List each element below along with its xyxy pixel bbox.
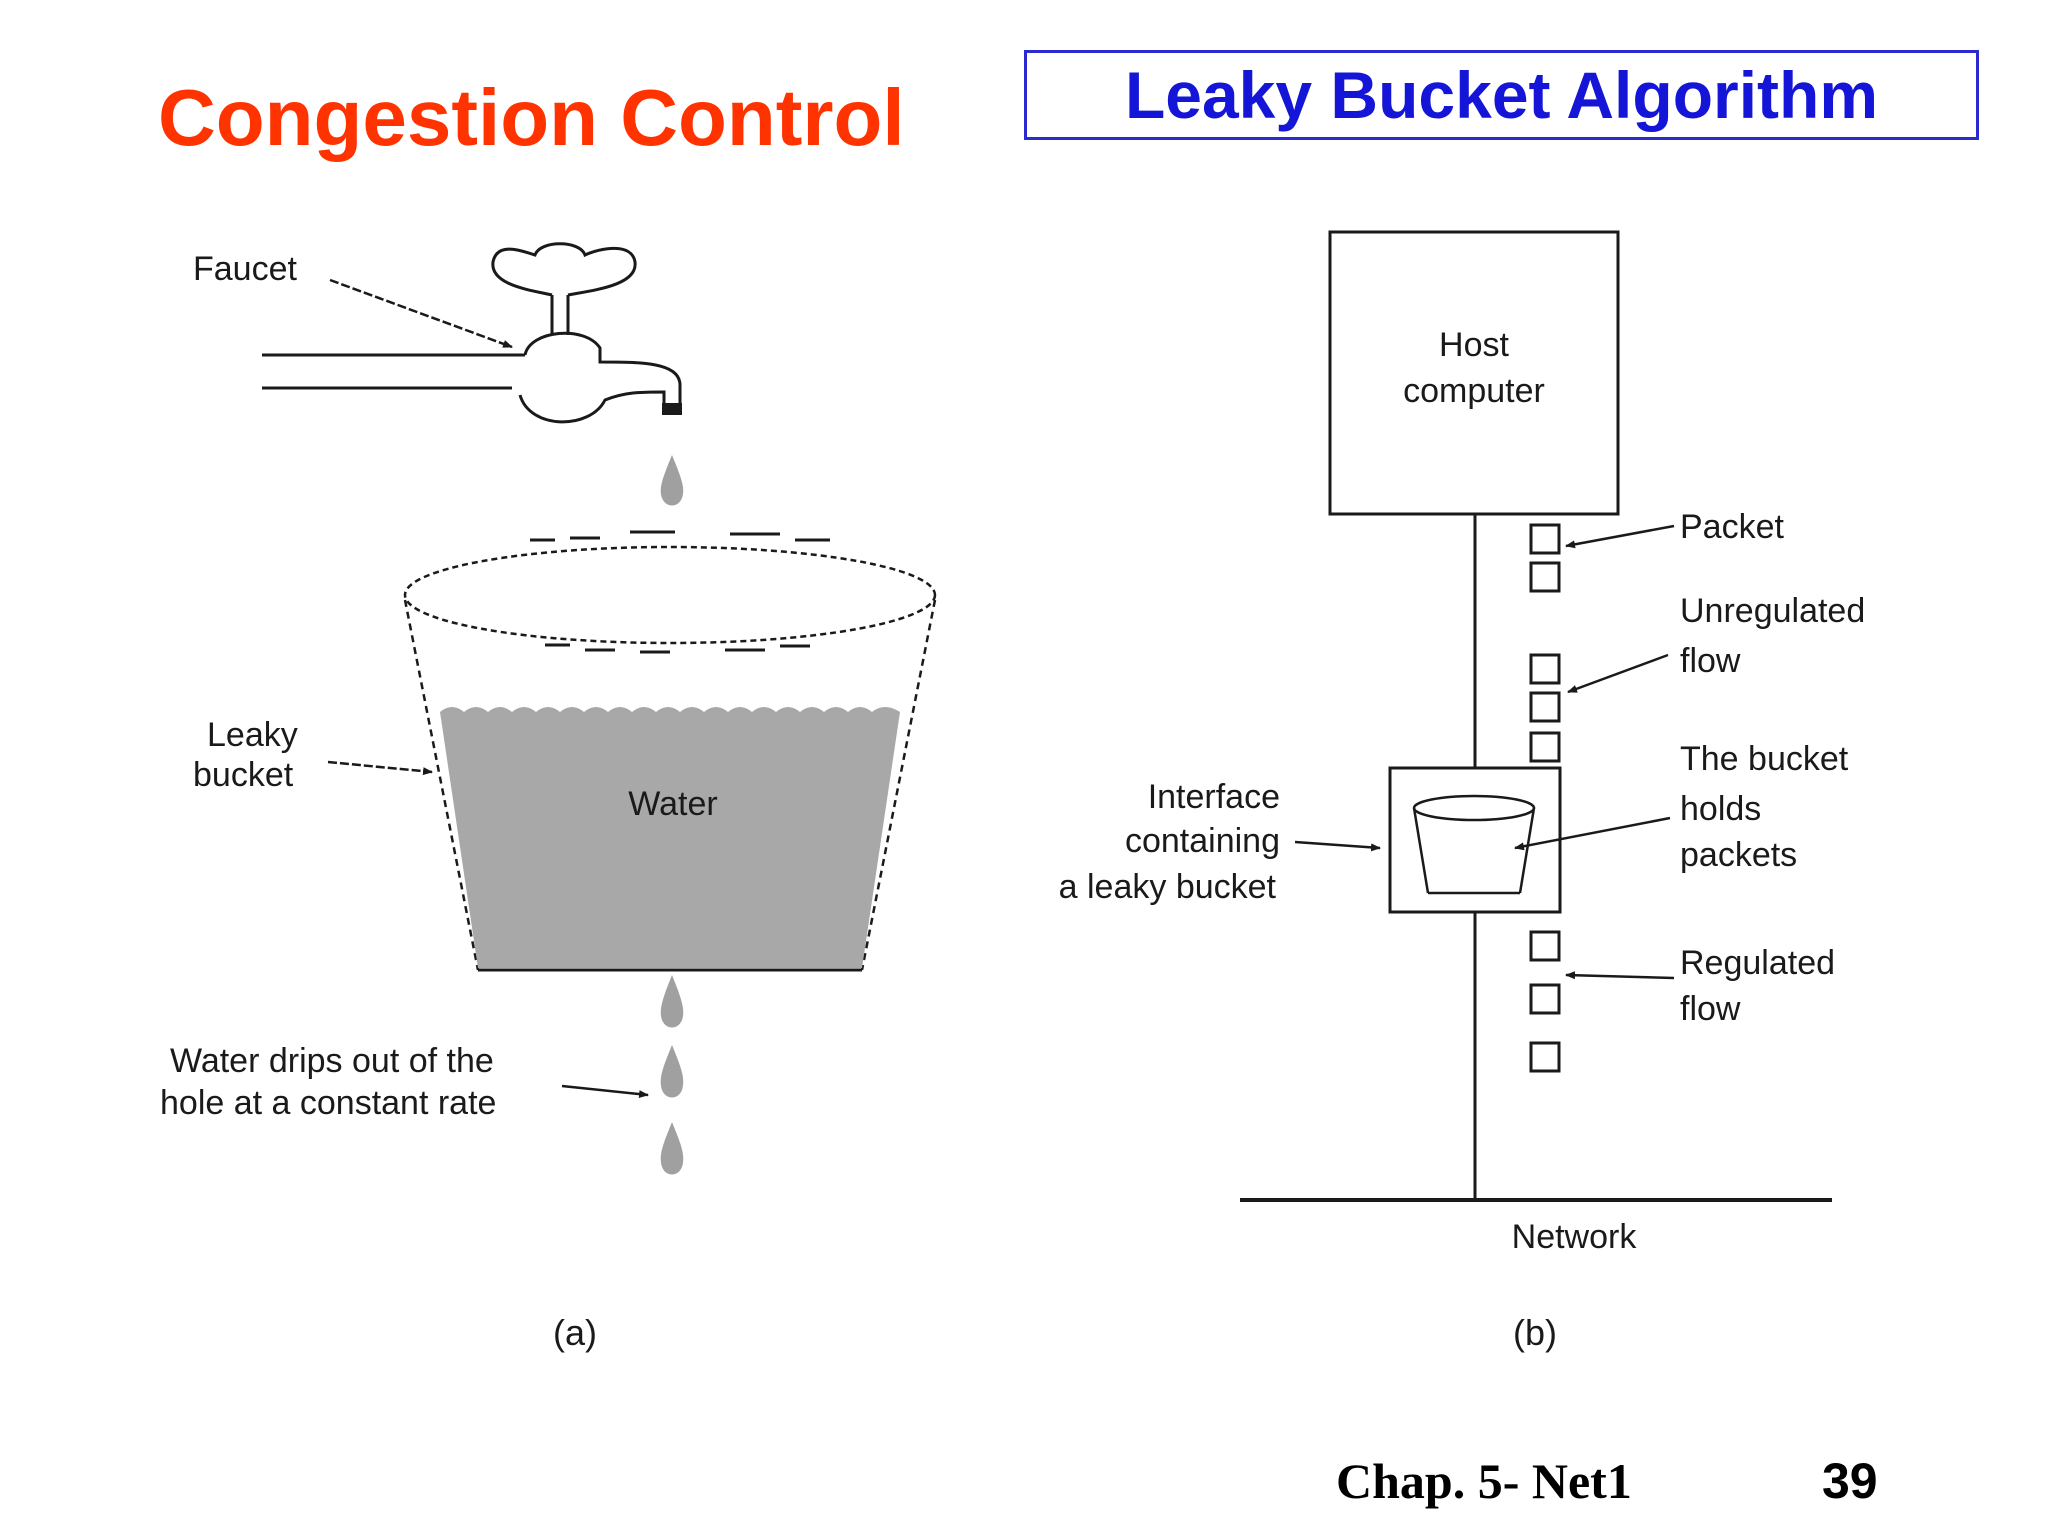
- drip-label-line1: Water drips out of the: [170, 1042, 494, 1080]
- packet-icon: [1529, 561, 1561, 593]
- interface-box: [1388, 766, 1562, 914]
- bucket-sides: [403, 599, 937, 971]
- figure-a: Water Faucet Leaky bucket Water drips ou…: [160, 242, 937, 1353]
- bucket-rim: [403, 545, 937, 645]
- drop-icon: [660, 455, 684, 506]
- regulated-label-line1: Regulated: [1680, 944, 1835, 982]
- faucet-arrow: [329, 278, 513, 349]
- water-fill: [440, 707, 900, 968]
- packet-icon: [1529, 653, 1561, 685]
- packet-icon: [1529, 1041, 1561, 1073]
- unregulated-label-line1: Unregulated: [1680, 592, 1865, 630]
- bucket-label-line2: bucket: [193, 756, 294, 794]
- host-label-line2: computer: [1403, 372, 1545, 410]
- faucet-label: Faucet: [193, 250, 297, 288]
- drop-icon: [660, 975, 684, 1028]
- drip-label-line2: hole at a constant rate: [160, 1084, 496, 1122]
- water-surface-dashes: [530, 530, 830, 542]
- regulated-packets: [1529, 930, 1561, 1073]
- drop-icon: [660, 1122, 684, 1175]
- packet-icon: [1529, 930, 1561, 962]
- bucket-holds-arrow: [1514, 816, 1671, 851]
- unregulated-arrow: [1567, 653, 1669, 694]
- interface-label-line3: a leaky bucket: [1059, 868, 1277, 906]
- bucket-icon: [1412, 794, 1536, 895]
- network-label: Network: [1512, 1218, 1638, 1256]
- drip-arrow: [561, 1084, 649, 1099]
- packet-icon: [1529, 731, 1561, 763]
- bucket-arrow: [327, 760, 433, 776]
- subtitle-box: Leaky Bucket Algorithm: [1024, 50, 1979, 140]
- drop-icon: [660, 1045, 684, 1098]
- interface-label-line1: Interface: [1148, 778, 1280, 816]
- slide-subtitle: Leaky Bucket Algorithm: [1124, 58, 1879, 132]
- unregulated-label-line2: flow: [1680, 642, 1741, 680]
- packet-label: Packet: [1680, 508, 1784, 546]
- faucet-spout-tip: [662, 403, 682, 415]
- regulated-label-line2: flow: [1680, 990, 1741, 1028]
- bucket-holds-label-line1: The bucket: [1680, 740, 1849, 778]
- footer-chapter: Chap. 5- Net1: [1336, 1453, 1632, 1509]
- water-label: Water: [628, 785, 717, 823]
- bucket-holds-label-line3: packets: [1680, 836, 1797, 874]
- faucet-icon: [262, 242, 682, 424]
- caption-b: (b): [1513, 1312, 1557, 1353]
- packet-icon: [1529, 523, 1561, 555]
- host-label-line1: Host: [1439, 326, 1509, 364]
- interface-arrow: [1294, 840, 1381, 852]
- figure-b: Host computer Network: [1059, 230, 1865, 1353]
- unregulated-packets: [1529, 523, 1561, 763]
- packet-arrow: [1565, 524, 1675, 549]
- packet-icon: [1529, 691, 1561, 723]
- slide-title: Congestion Control: [158, 73, 905, 162]
- footer-page-number: 39: [1822, 1453, 1878, 1509]
- caption-a: (a): [553, 1312, 597, 1353]
- regulated-arrow: [1565, 971, 1675, 980]
- bucket-holds-label-line2: holds: [1680, 790, 1761, 828]
- interface-label-line2: containing: [1125, 822, 1280, 860]
- bucket-label-line1: Leaky: [207, 716, 298, 754]
- packet-icon: [1529, 983, 1561, 1015]
- bucket-rim-dashes: [545, 643, 810, 654]
